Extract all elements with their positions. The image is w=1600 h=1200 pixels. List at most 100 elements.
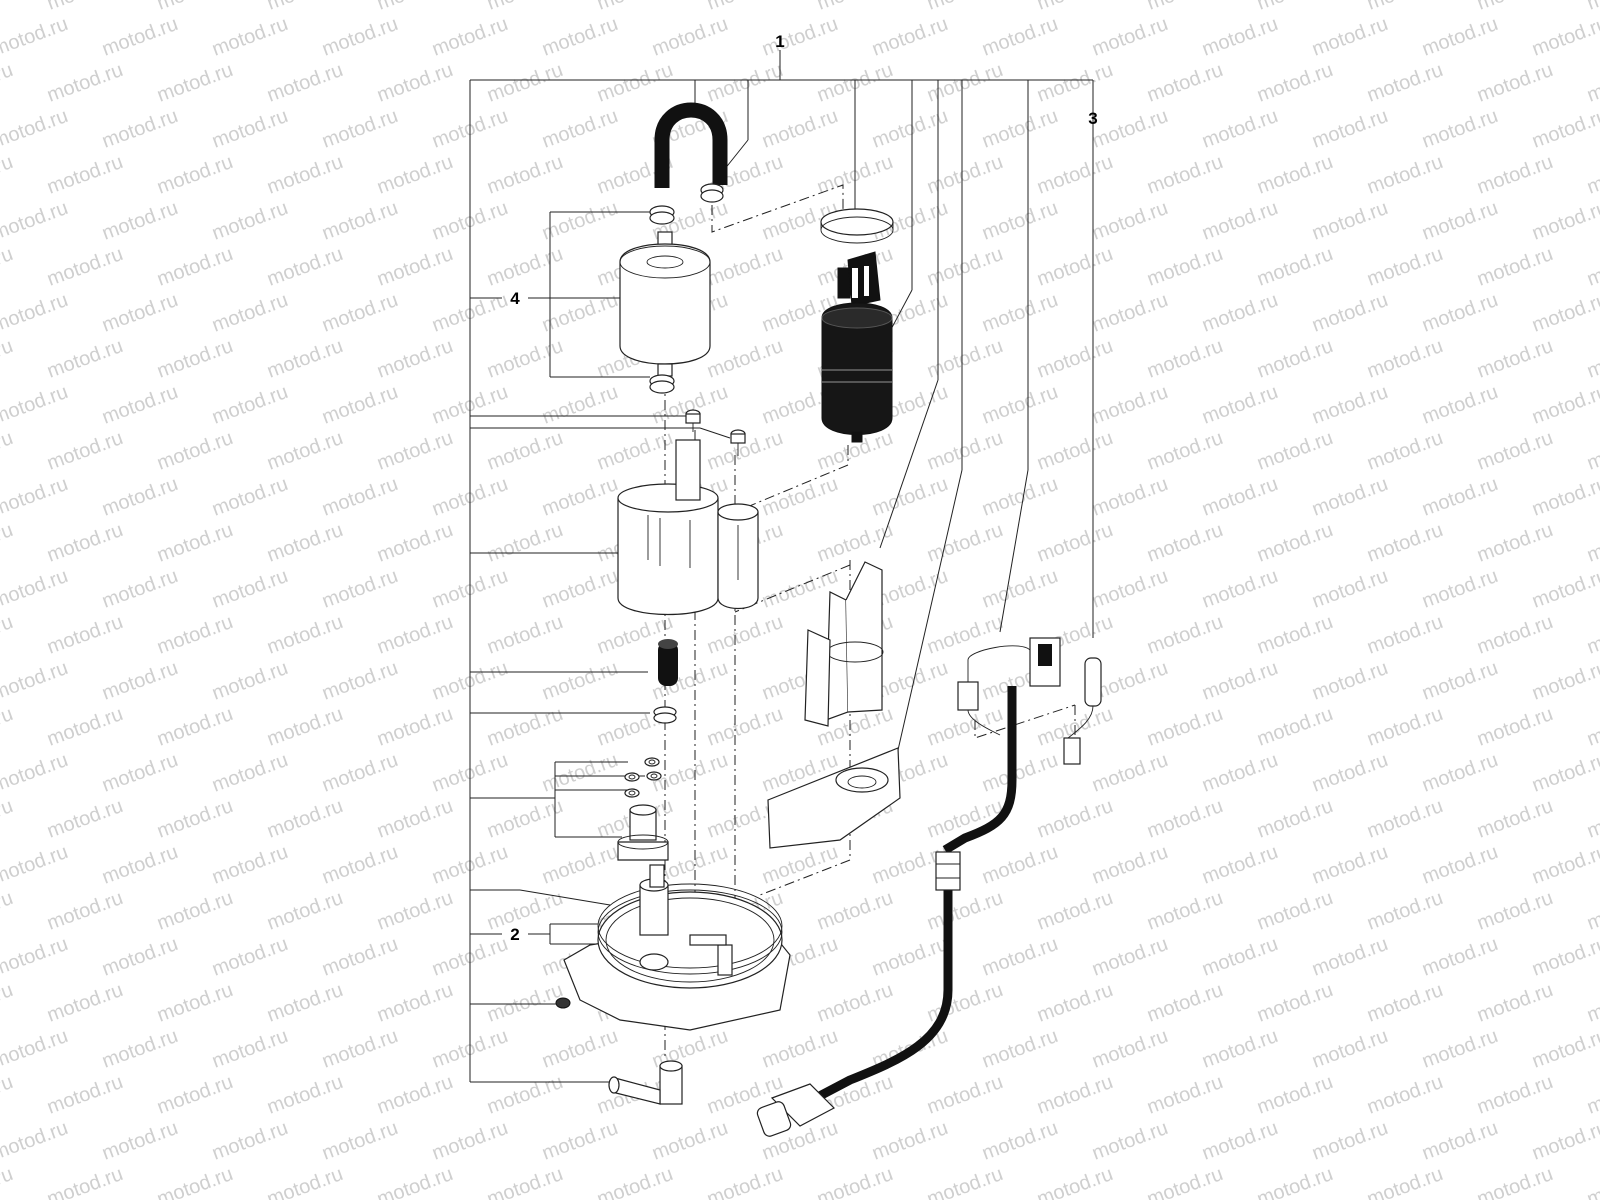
watermark-text: motod.ru xyxy=(979,841,1061,889)
watermark-text: motod.ru xyxy=(704,0,786,15)
short-hose xyxy=(658,639,678,686)
watermark-text: motod.ru xyxy=(1089,289,1171,337)
watermark-text: motod.ru xyxy=(1419,197,1501,245)
watermark-text: motod.ru xyxy=(0,979,16,1027)
watermark-text: motod.ru xyxy=(814,0,896,15)
watermark-text: motod.ru xyxy=(44,1071,126,1119)
watermark-text: motod.ru xyxy=(484,1071,566,1119)
watermark-text: motod.ru xyxy=(1309,1117,1391,1165)
watermark-text: motod.ru xyxy=(1254,887,1336,935)
pressure-regulator xyxy=(617,804,669,861)
watermark-text: motod.ru xyxy=(1419,841,1501,889)
watermark-text: motod.ru xyxy=(924,59,1006,107)
watermark-text: motod.ru xyxy=(1419,933,1501,981)
watermark-text: motod.ru xyxy=(1364,979,1446,1027)
watermark-text: motod.ru xyxy=(209,565,291,613)
pump-holder xyxy=(617,439,759,616)
watermark-text: motod.ru xyxy=(44,703,126,751)
watermark-text: motod.ru xyxy=(99,105,181,153)
watermark-text: motod.ru xyxy=(0,1163,16,1200)
watermark-text: motod.ru xyxy=(1199,381,1281,429)
watermark-text: motod.ru xyxy=(979,13,1061,61)
watermark-text: motod.ru xyxy=(374,703,456,751)
watermark-text: motod.ru xyxy=(1199,749,1281,797)
watermark-text: motod.ru xyxy=(924,335,1006,383)
watermark-text: motod.ru xyxy=(814,887,896,935)
watermark-text: motod.ru xyxy=(539,1025,621,1073)
watermark-text: motod.ru xyxy=(1419,473,1501,521)
watermark-text: motod.ru xyxy=(1309,657,1391,705)
watermark-text: motod.ru xyxy=(374,151,456,199)
watermark-text: motod.ru xyxy=(1089,749,1171,797)
watermark-text: motod.ru xyxy=(484,427,566,475)
watermark-text: motod.ru xyxy=(1254,611,1336,659)
watermark-text: motod.ru xyxy=(1584,979,1600,1027)
watermark-text: motod.ru xyxy=(319,657,401,705)
watermark-text: motod.ru xyxy=(374,243,456,291)
watermark-text: motod.ru xyxy=(264,795,346,843)
watermark-text: motod.ru xyxy=(1254,979,1336,1027)
watermark-text: motod.ru xyxy=(979,749,1061,797)
watermark-text: motod.ru xyxy=(0,105,71,153)
watermark-text: motod.ru xyxy=(1089,841,1171,889)
watermark-text: motod.ru xyxy=(869,933,951,981)
watermark-text: motod.ru xyxy=(319,289,401,337)
watermark-text: motod.ru xyxy=(1199,197,1281,245)
watermark-text: motod.ru xyxy=(99,657,181,705)
watermark-text: motod.ru xyxy=(264,887,346,935)
watermark-text: motod.ru xyxy=(704,611,786,659)
watermark-text: motod.ru xyxy=(1474,611,1556,659)
watermark-text: motod.ru xyxy=(1584,519,1600,567)
pump-clamp-ring xyxy=(820,208,894,244)
watermark-text: motod.ru xyxy=(1309,473,1391,521)
watermark-text: motod.ru xyxy=(99,289,181,337)
watermark-text: motod.ru xyxy=(154,1163,236,1200)
watermark-text: motod.ru xyxy=(869,473,951,521)
watermark-text: motod.ru xyxy=(1144,59,1226,107)
watermark-text: motod.ru xyxy=(374,1071,456,1119)
watermark-text: motod.ru xyxy=(1254,1071,1336,1119)
watermark-text: motod.ru xyxy=(1529,105,1600,153)
watermark-text: motod.ru xyxy=(44,243,126,291)
watermark-text: motod.ru xyxy=(209,473,291,521)
watermark-text: motod.ru xyxy=(1254,1163,1336,1200)
hose-clamp-top-left xyxy=(649,205,675,225)
watermark-text: motod.ru xyxy=(1364,151,1446,199)
watermark-text: motod.ru xyxy=(1474,1071,1556,1119)
watermark-text: motod.ru xyxy=(704,59,786,107)
watermark-text: motod.ru xyxy=(1199,657,1281,705)
watermark-text: motod.ru xyxy=(0,703,16,751)
watermark-text: motod.ru xyxy=(1474,427,1556,475)
watermark-text: motod.ru xyxy=(759,565,841,613)
watermark-text: motod.ru xyxy=(539,473,621,521)
watermark-text: motod.ru xyxy=(704,243,786,291)
watermark-text: motod.ru xyxy=(264,703,346,751)
watermark-text: motod.ru xyxy=(1309,105,1391,153)
watermark-text: motod.ru xyxy=(1584,611,1600,659)
watermark-text: motod.ru xyxy=(0,243,16,291)
watermark-text: motod.ru xyxy=(649,13,731,61)
watermark-text: motod.ru xyxy=(374,1163,456,1200)
watermark-text: motod.ru xyxy=(154,151,236,199)
watermark-text: motod.ru xyxy=(1254,335,1336,383)
watermark-text: motod.ru xyxy=(1529,657,1600,705)
watermark-text: motod.ru xyxy=(0,381,71,429)
watermark-text: motod.ru xyxy=(319,381,401,429)
watermark-text: motod.ru xyxy=(0,335,16,383)
watermark-text: motod.ru xyxy=(924,519,1006,567)
watermark-text: motod.ru xyxy=(484,243,566,291)
watermark-text: motod.ru xyxy=(1199,105,1281,153)
watermark-text: motod.ru xyxy=(1144,1071,1226,1119)
watermark-text: motod.ru xyxy=(979,381,1061,429)
watermark-text: motod.ru xyxy=(1529,841,1600,889)
level-sensor-float xyxy=(804,561,884,727)
watermark-text: motod.ru xyxy=(1034,0,1116,15)
watermark-text: motod.ru xyxy=(44,887,126,935)
watermark-text: motod.ru xyxy=(1584,335,1600,383)
watermark-text: motod.ru xyxy=(869,13,951,61)
watermark-text: motod.ru xyxy=(209,1025,291,1073)
watermark-text: motod.ru xyxy=(99,565,181,613)
watermark-text: motod.ru xyxy=(979,1117,1061,1165)
watermark-text: motod.ru xyxy=(0,0,16,15)
watermark-text: motod.ru xyxy=(1474,795,1556,843)
